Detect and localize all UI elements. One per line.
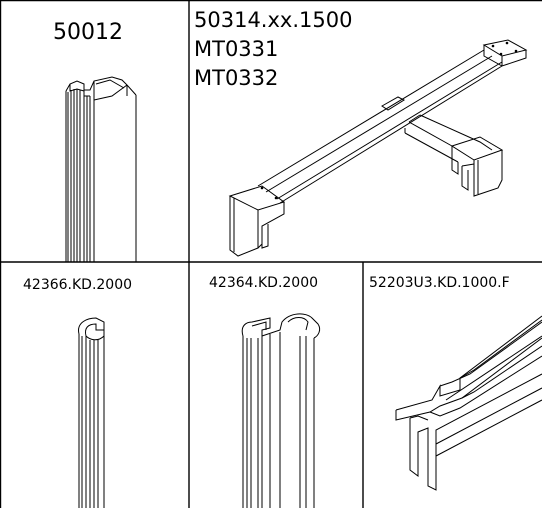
profile-42364-drawing (241, 313, 321, 508)
part-code-mt0332: MT0332 (194, 66, 279, 90)
bracket-50314-drawing (228, 39, 528, 257)
part-label-50314: 50314.xx.1500 MT0331 MT0332 (194, 6, 352, 93)
profile-42366-drawing (78, 317, 105, 508)
rail-52203-drawing (395, 315, 542, 491)
part-label-42364: 42364.KD.2000 (209, 275, 319, 291)
part-label-52203: 52203U3.KD.1000.F (369, 275, 510, 291)
part-code-50314: 50314.xx.1500 (194, 8, 353, 32)
part-label-50012: 50012 (53, 20, 123, 45)
profile-50012-drawing (65, 76, 137, 262)
part-label-42366: 42366.KD.2000 (23, 277, 133, 293)
part-code-mt0331: MT0331 (194, 37, 279, 61)
